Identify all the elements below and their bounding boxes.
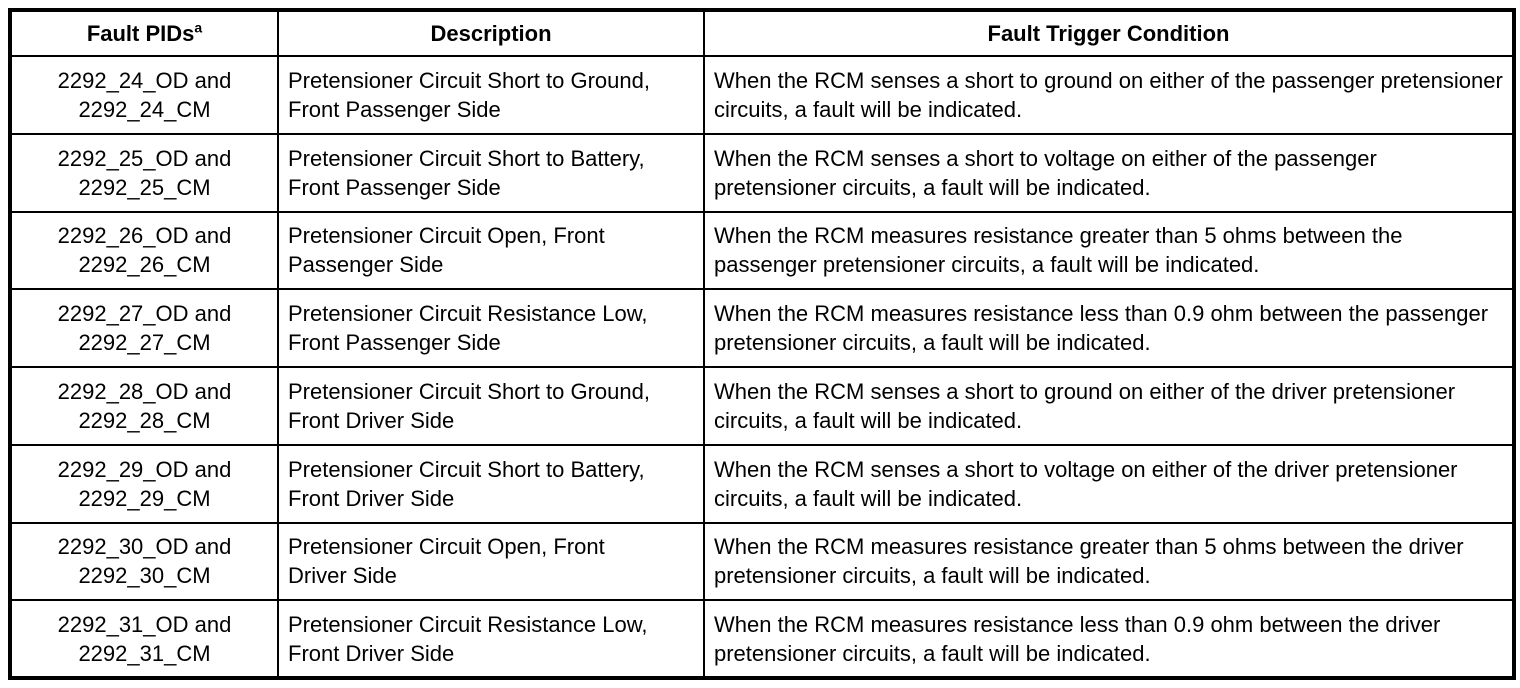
col-header-fault-trigger-condition: Fault Trigger Condition	[703, 9, 1515, 57]
fault-pid-od: 2292_25_OD and	[57, 145, 232, 171]
description-cell: Pretensioner Circuit Open, Front Passeng…	[277, 210, 705, 291]
fault-pid-cm: 2292_31_CM	[78, 640, 211, 666]
fault-pid-od: 2292_24_OD and	[57, 67, 232, 93]
description-cell: Pretensioner Circuit Resistance Low, Fro…	[277, 599, 705, 679]
table-row: 2292_24_OD and 2292_24_CM Pretensioner C…	[9, 55, 1515, 135]
footnote-marker: a	[194, 19, 203, 36]
table-row: 2292_27_OD and 2292_27_CM Pretensioner C…	[9, 288, 1515, 368]
fault-pid-cell: 2292_25_OD and 2292_25_CM	[9, 132, 279, 213]
table-row: 2292_29_OD and 2292_29_CM Pretensioner C…	[9, 443, 1515, 524]
fault-pid-cell: 2292_27_OD and 2292_27_CM	[9, 288, 279, 368]
col-header-fault-pids-label: Fault PIDs	[86, 21, 195, 46]
fault-trigger-condition-cell: When the RCM senses a short to ground on…	[703, 55, 1515, 135]
fault-pid-cm: 2292_26_CM	[78, 252, 211, 278]
fault-pid-cm: 2292_30_CM	[78, 563, 211, 589]
description-cell: Pretensioner Circuit Short to Battery, F…	[277, 132, 705, 213]
fault-trigger-condition-cell: When the RCM senses a short to voltage o…	[703, 132, 1515, 213]
fault-pid-cell: 2292_26_OD and 2292_26_CM	[9, 210, 279, 291]
fault-pid-od: 2292_30_OD and	[57, 534, 232, 560]
fault-pid-cell: 2292_30_OD and 2292_30_CM	[9, 521, 279, 602]
header-row: Fault PIDsa Description Fault Trigger Co…	[9, 9, 1515, 57]
table-row: 2292_28_OD and 2292_28_CM Pretensioner C…	[9, 366, 1515, 446]
fault-pid-cm: 2292_28_CM	[78, 407, 211, 433]
fault-trigger-condition-cell: When the RCM measures resistance less th…	[703, 288, 1515, 368]
description-cell: Pretensioner Circuit Short to Ground, Fr…	[277, 55, 705, 135]
fault-pid-od: 2292_26_OD and	[57, 223, 232, 249]
fault-pid-cm: 2292_29_CM	[78, 485, 211, 511]
fault-trigger-condition-cell: When the RCM measures resistance less th…	[703, 599, 1515, 679]
fault-pid-table: Fault PIDsa Description Fault Trigger Co…	[8, 8, 1516, 680]
col-header-description: Description	[277, 9, 705, 57]
fault-trigger-condition-cell: When the RCM senses a short to ground on…	[703, 366, 1515, 446]
fault-pid-cm: 2292_24_CM	[78, 96, 211, 122]
fault-pid-cell: 2292_29_OD and 2292_29_CM	[9, 443, 279, 524]
fault-pid-cell: 2292_31_OD and 2292_31_CM	[9, 599, 279, 679]
fault-pid-od: 2292_31_OD and	[57, 611, 232, 637]
fault-pid-cm: 2292_25_CM	[78, 174, 211, 200]
fault-trigger-condition-cell: When the RCM senses a short to voltage o…	[703, 443, 1515, 524]
fault-trigger-condition-cell: When the RCM measures resistance greater…	[703, 521, 1515, 602]
fault-pid-cell: 2292_28_OD and 2292_28_CM	[9, 366, 279, 446]
table-row: 2292_31_OD and 2292_31_CM Pretensioner C…	[9, 599, 1515, 679]
fault-pid-od: 2292_29_OD and	[57, 456, 232, 482]
table-row: 2292_30_OD and 2292_30_CM Pretensioner C…	[9, 521, 1515, 602]
fault-pid-od: 2292_27_OD and	[57, 301, 232, 327]
table-row: 2292_26_OD and 2292_26_CM Pretensioner C…	[9, 210, 1515, 291]
description-cell: Pretensioner Circuit Resistance Low, Fro…	[277, 288, 705, 368]
table-row: 2292_25_OD and 2292_25_CM Pretensioner C…	[9, 132, 1515, 213]
description-cell: Pretensioner Circuit Short to Ground, Fr…	[277, 366, 705, 446]
fault-pid-od: 2292_28_OD and	[57, 378, 232, 404]
col-header-fault-pids: Fault PIDsa	[9, 9, 279, 57]
description-cell: Pretensioner Circuit Short to Battery, F…	[277, 443, 705, 524]
fault-trigger-condition-cell: When the RCM measures resistance greater…	[703, 210, 1515, 291]
description-cell: Pretensioner Circuit Open, Front Driver …	[277, 521, 705, 602]
fault-pid-cell: 2292_24_OD and 2292_24_CM	[9, 55, 279, 135]
fault-pid-cm: 2292_27_CM	[78, 330, 211, 356]
